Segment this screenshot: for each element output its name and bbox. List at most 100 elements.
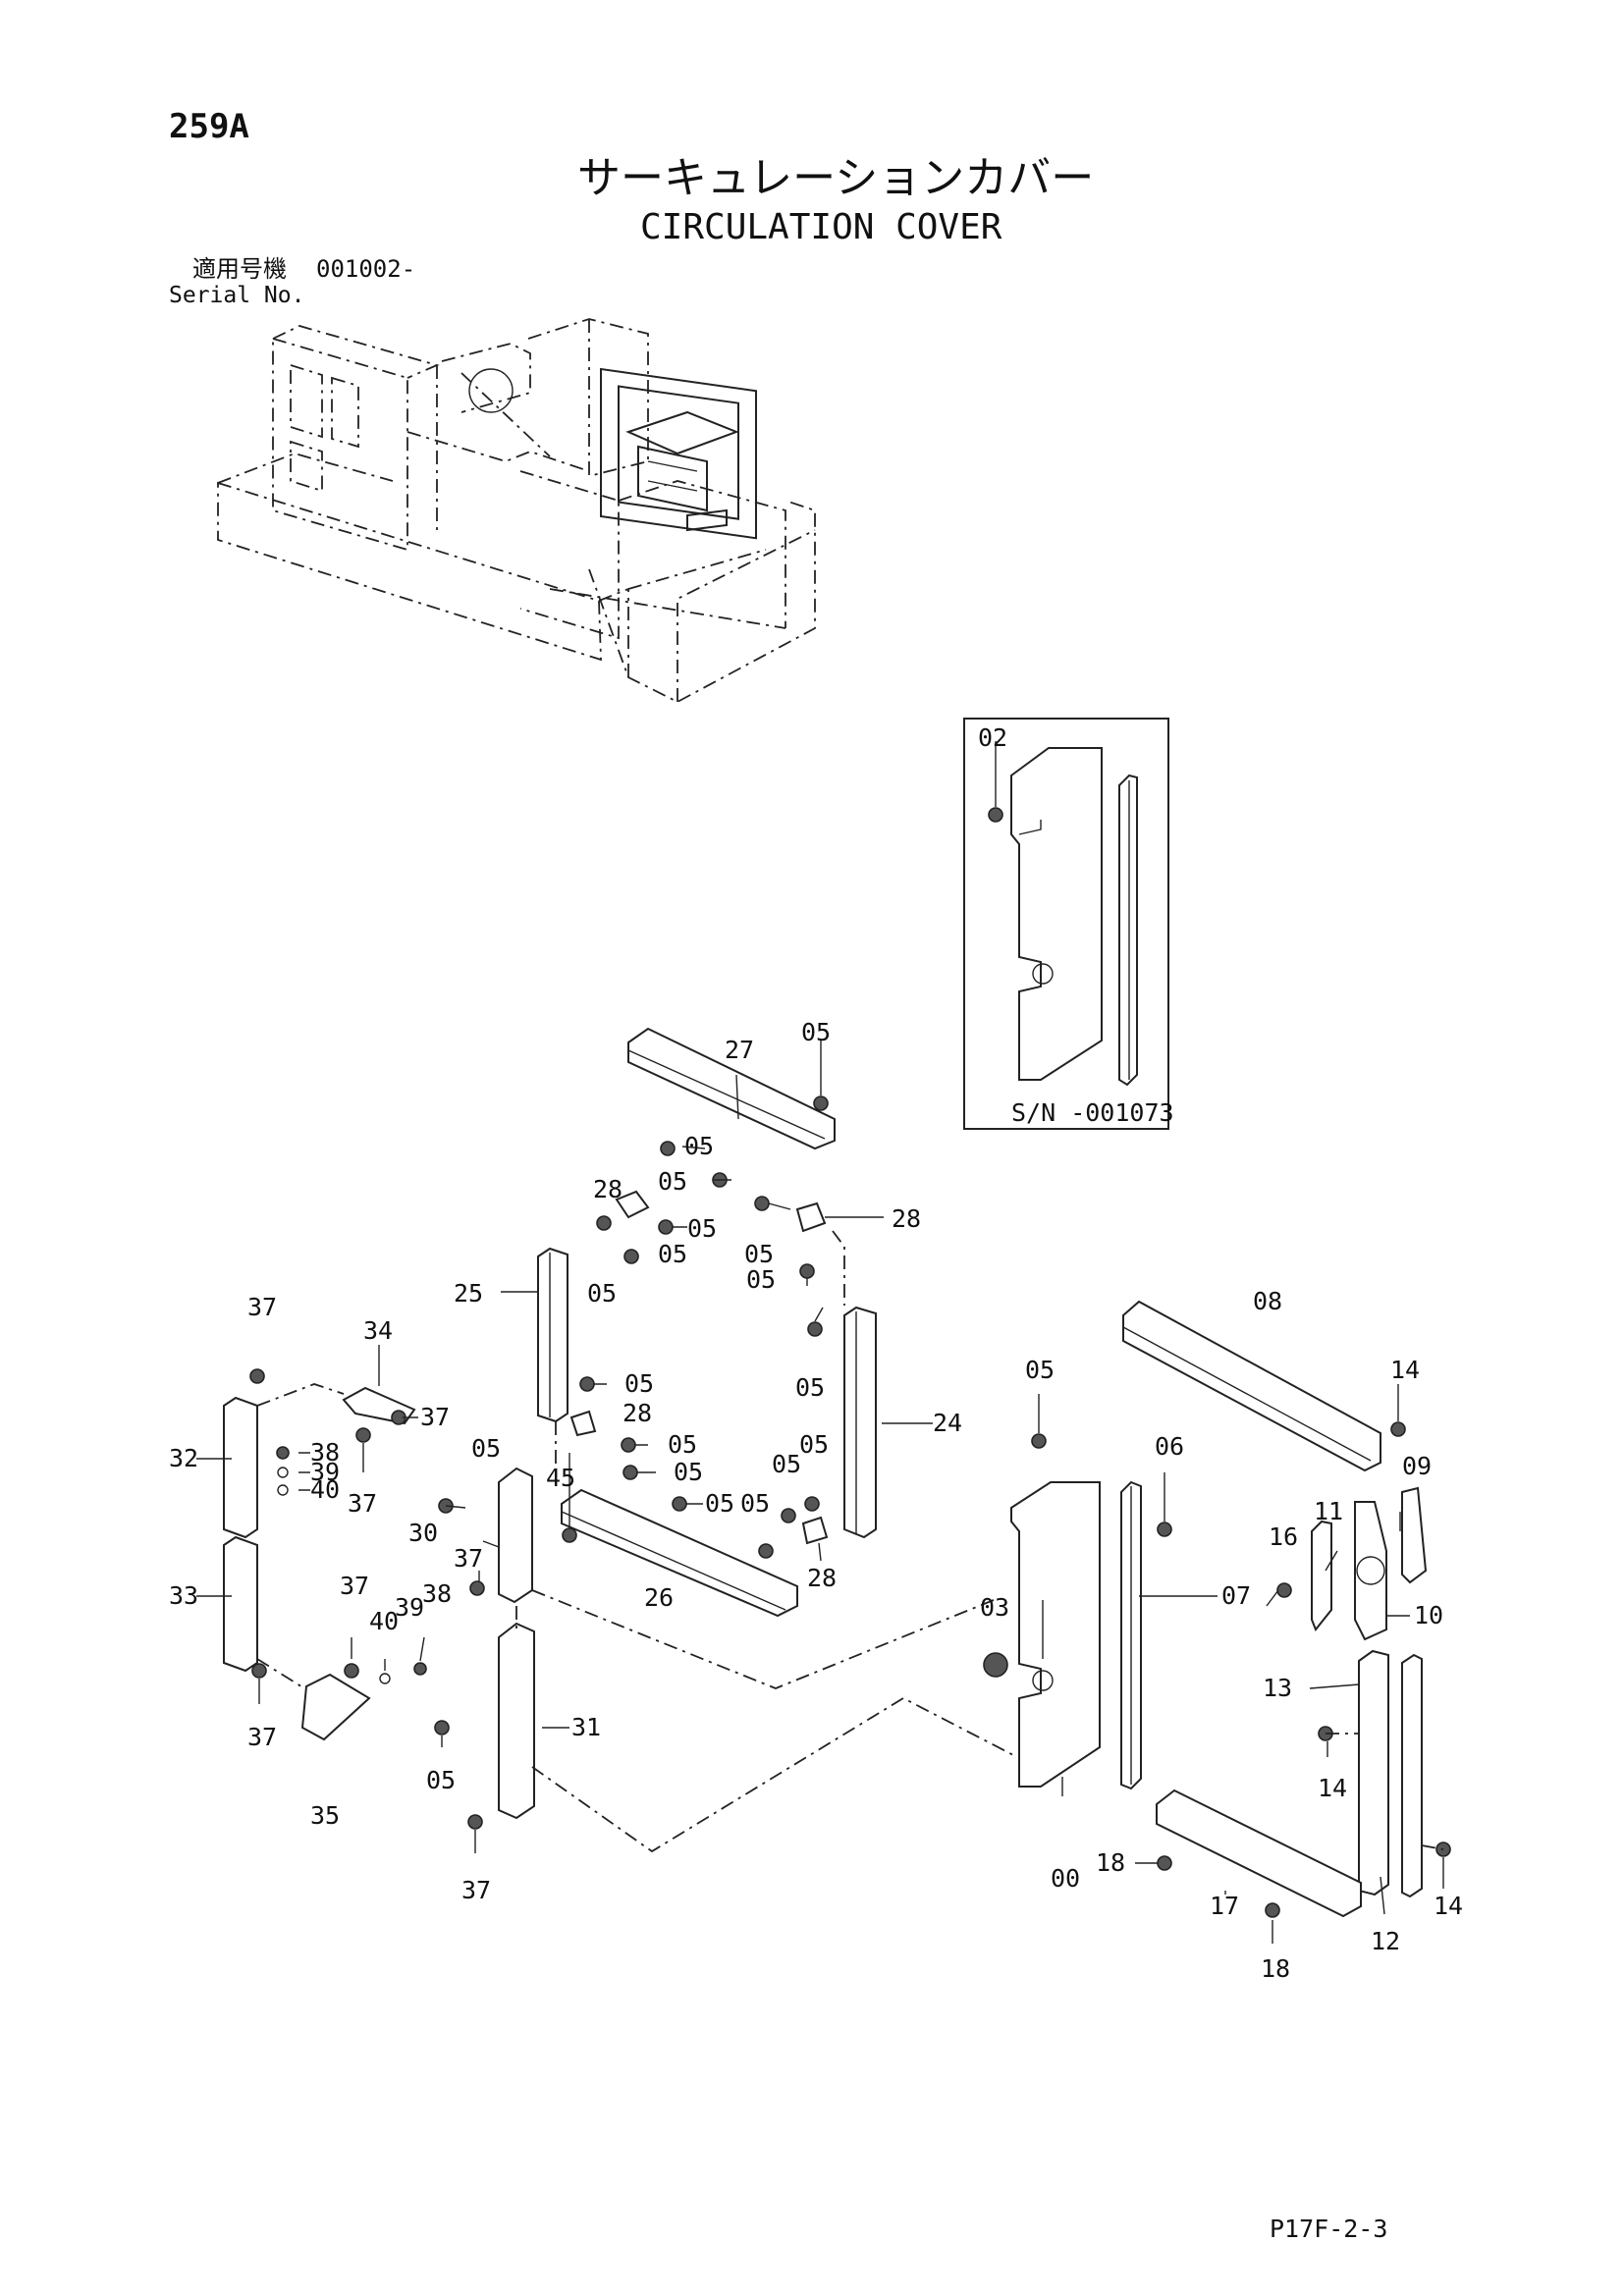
bolt-part-05 <box>596 1215 612 1231</box>
page-number: 259A <box>169 107 249 146</box>
part-label-05: 05 <box>1025 1356 1055 1384</box>
bolt-part-05 <box>799 1263 815 1279</box>
bolt-part-14 <box>1390 1421 1406 1437</box>
channel-part-25 <box>537 1247 568 1423</box>
part-labels: 27 05 28 05 05 05 05 05 28 05 05 25 05 0… <box>169 1018 1463 1983</box>
part-label-37: 37 <box>454 1544 483 1573</box>
part-label-38: 38 <box>310 1438 340 1467</box>
part-label-30: 30 <box>408 1519 438 1547</box>
part-label-05: 05 <box>668 1430 697 1459</box>
bolt-part-05 <box>1031 1433 1047 1449</box>
bolt-part-05 <box>623 1465 638 1480</box>
rail-part-26 <box>561 1488 798 1618</box>
center-frame-assembly <box>501 1027 933 1618</box>
bolt-part-37 <box>251 1663 267 1679</box>
part-label-26: 26 <box>644 1583 674 1612</box>
part-label-05: 05 <box>674 1458 703 1486</box>
inset-part-label-02: 02 <box>978 723 1007 752</box>
bolt-part-05 <box>658 1219 674 1235</box>
grommet-part-03 <box>983 1652 1008 1678</box>
bracket-part-28-c <box>569 1410 597 1437</box>
bolt-part-37 <box>355 1427 371 1443</box>
bolt-part-18 <box>1157 1855 1172 1871</box>
plate-part-09 <box>1401 1486 1428 1584</box>
part-label-18: 18 <box>1096 1848 1125 1877</box>
bolt-part-05 <box>754 1196 770 1211</box>
part-label-05: 05 <box>587 1279 617 1308</box>
rail-part-17 <box>1156 1789 1362 1918</box>
part-label-05: 05 <box>471 1434 501 1463</box>
bolt-part-05 <box>434 1720 450 1735</box>
part-label-05: 05 <box>624 1369 654 1398</box>
part-label-39: 39 <box>310 1458 340 1486</box>
part-label-32: 32 <box>169 1444 198 1472</box>
bolt-part-05 <box>623 1249 639 1264</box>
bracket-part-28-b <box>795 1201 827 1233</box>
page-title-japanese: サーキュレーションカバー <box>577 153 1095 203</box>
part-label-05: 05 <box>746 1265 776 1294</box>
part-label-14: 14 <box>1318 1774 1347 1802</box>
part-label-31: 31 <box>571 1713 601 1741</box>
bolt-part-05 <box>807 1321 823 1337</box>
part-label-34: 34 <box>363 1316 393 1345</box>
bolt-part-05 <box>813 1095 829 1111</box>
part-label-14: 14 <box>1390 1356 1420 1384</box>
bolt-part-45 <box>562 1527 577 1543</box>
panel-part-12 <box>1401 1653 1423 1898</box>
inset-frame <box>963 718 1169 1130</box>
bolt-part-05 <box>660 1141 676 1156</box>
part-label-08: 08 <box>1253 1287 1282 1315</box>
part-label-38: 38 <box>422 1579 452 1608</box>
part-label-39: 39 <box>395 1593 424 1622</box>
part-label-07: 07 <box>1221 1581 1251 1610</box>
part-label-05: 05 <box>658 1240 687 1268</box>
bracket-part-30 <box>498 1467 533 1604</box>
part-label-11: 11 <box>1314 1497 1343 1525</box>
bracket-part-35 <box>300 1673 371 1741</box>
part-label-05: 05 <box>799 1430 829 1459</box>
cover-panel-part-00 <box>1010 1481 1101 1788</box>
part-label-10: 10 <box>1414 1601 1443 1629</box>
part-label-40: 40 <box>369 1607 399 1635</box>
bolt-part-38 <box>413 1662 427 1676</box>
part-label-33: 33 <box>169 1581 198 1610</box>
part-label-14: 14 <box>1434 1892 1463 1920</box>
bolt-part-38 <box>276 1446 290 1460</box>
part-label-27: 27 <box>725 1036 754 1064</box>
left-cover-assembly <box>196 1345 1018 1853</box>
part-label-17: 17 <box>1210 1892 1239 1920</box>
inset-seal-strip <box>1118 774 1138 1087</box>
plate-part-32 <box>223 1396 258 1539</box>
part-label-05: 05 <box>795 1373 825 1402</box>
washer-part-39 <box>277 1467 289 1478</box>
part-label-06: 06 <box>1155 1432 1184 1461</box>
part-label-05: 05 <box>684 1132 714 1160</box>
washer-part-39 <box>379 1673 391 1684</box>
bolt-part-05 <box>804 1496 820 1512</box>
bolt-part-05 <box>758 1543 774 1559</box>
part-label-09: 09 <box>1402 1452 1432 1480</box>
bolt-part-05 <box>579 1376 595 1392</box>
part-label-37: 37 <box>247 1723 277 1751</box>
part-label-05: 05 <box>772 1450 801 1478</box>
page-title: CIRCULATION COVER <box>640 207 1002 247</box>
part-label-40: 40 <box>310 1475 340 1504</box>
part-label-37: 37 <box>340 1572 369 1600</box>
part-label-37: 37 <box>348 1489 377 1518</box>
inset-earlier-serial: 02 S/N -001073 <box>963 718 1174 1130</box>
bolt-part-05 <box>621 1437 636 1453</box>
part-label-28: 28 <box>623 1399 652 1427</box>
part-label-05: 05 <box>740 1489 770 1518</box>
part-label-05: 05 <box>687 1214 717 1243</box>
serial-value: 001002- <box>316 255 416 283</box>
part-label-05: 05 <box>658 1167 687 1196</box>
part-label-05: 05 <box>801 1018 831 1046</box>
washer-part-40 <box>277 1484 289 1496</box>
part-label-37: 37 <box>247 1293 277 1321</box>
part-label-03: 03 <box>980 1593 1009 1622</box>
inset-cover-panel <box>1010 747 1103 1081</box>
part-label-45: 45 <box>546 1464 575 1492</box>
inset-serial-range: S/N -001073 <box>1011 1098 1174 1127</box>
part-label-16: 16 <box>1269 1522 1298 1551</box>
